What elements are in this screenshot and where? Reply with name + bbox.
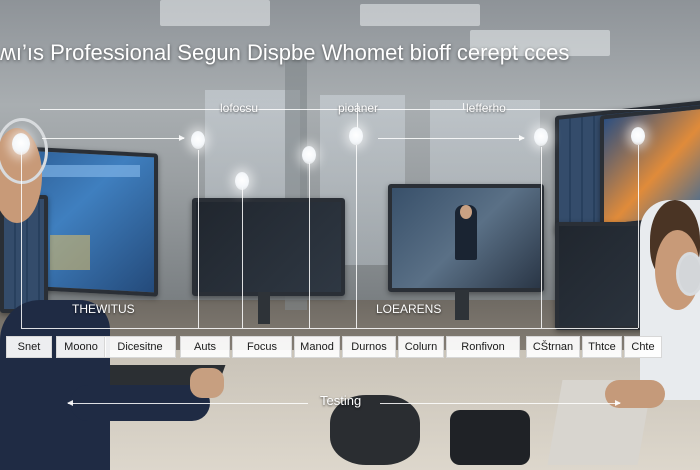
tag-box: Colurn	[398, 336, 444, 358]
tag-box: Auts	[180, 336, 230, 358]
headphones-icon	[0, 118, 48, 184]
connector-line	[357, 103, 358, 133]
tag-box: Ronfivon	[446, 336, 520, 358]
top-label-3: lefferho	[466, 101, 506, 115]
lightbulb-node-icon	[12, 133, 30, 155]
lightbulb-node-icon	[631, 127, 645, 145]
connector-line	[309, 163, 310, 328]
connector-line	[198, 150, 199, 328]
left-person-hand	[190, 368, 224, 398]
tag-box: Chte	[624, 336, 662, 358]
connector-line	[463, 103, 464, 109]
monitor-stand	[455, 290, 469, 320]
tag-box: Thtce	[582, 336, 622, 358]
connector-line	[21, 150, 22, 328]
title-text: ʍı’ıs Professional Segun Dispbe Whomet b…	[0, 40, 570, 65]
top-label-2: pioaner	[338, 101, 379, 115]
bottom-connector-line	[21, 328, 638, 329]
ceiling-light-panel	[470, 30, 610, 56]
tag-box: Moono	[56, 336, 106, 358]
lightbulb-node-icon	[235, 172, 249, 190]
lightbulb-node-icon	[534, 128, 548, 146]
center-left-monitor	[192, 198, 345, 296]
ceiling-light-panel	[160, 0, 270, 26]
tag-box: Focus	[232, 336, 292, 358]
tag-box: Snet	[6, 336, 52, 358]
ceiling-light-panel	[360, 4, 480, 26]
tag-box: Manod	[294, 336, 340, 358]
connector-line	[541, 147, 542, 328]
top-connector-line	[40, 109, 660, 110]
mid-label-right: LOEARENS	[376, 302, 442, 316]
connector-line	[638, 145, 639, 328]
arrow-right-icon	[380, 400, 621, 406]
lightbulb-node-icon	[349, 127, 363, 145]
tag-box: CŠtrnan	[526, 336, 580, 358]
left-monitor-panel	[50, 235, 90, 270]
lightbulb-node-icon	[302, 146, 316, 164]
connector-line	[242, 186, 243, 328]
connector-line	[356, 145, 357, 328]
arrow-right-icon	[378, 135, 525, 141]
headphones-icon	[676, 252, 700, 296]
mid-label-left: THEWITUS	[72, 302, 135, 316]
presenter-head	[460, 205, 472, 219]
headphones-on-desk	[330, 395, 420, 465]
monitor-stand	[258, 292, 270, 324]
desk-device	[450, 410, 530, 465]
top-label-1: lofocsu	[220, 101, 259, 115]
arrow-right-icon	[42, 135, 185, 141]
bottom-caption: Testing	[320, 393, 362, 408]
presenter-figure	[455, 205, 477, 260]
arrow-left-icon	[67, 400, 308, 406]
tag-box: Durnos	[342, 336, 396, 358]
lightbulb-node-icon	[191, 131, 205, 149]
tag-box: Dicesitne	[104, 336, 176, 358]
left-monitor-header-bar	[30, 165, 140, 177]
page-title: ʍı’ıs Professional Segun Dispbe Whomet b…	[0, 40, 700, 70]
